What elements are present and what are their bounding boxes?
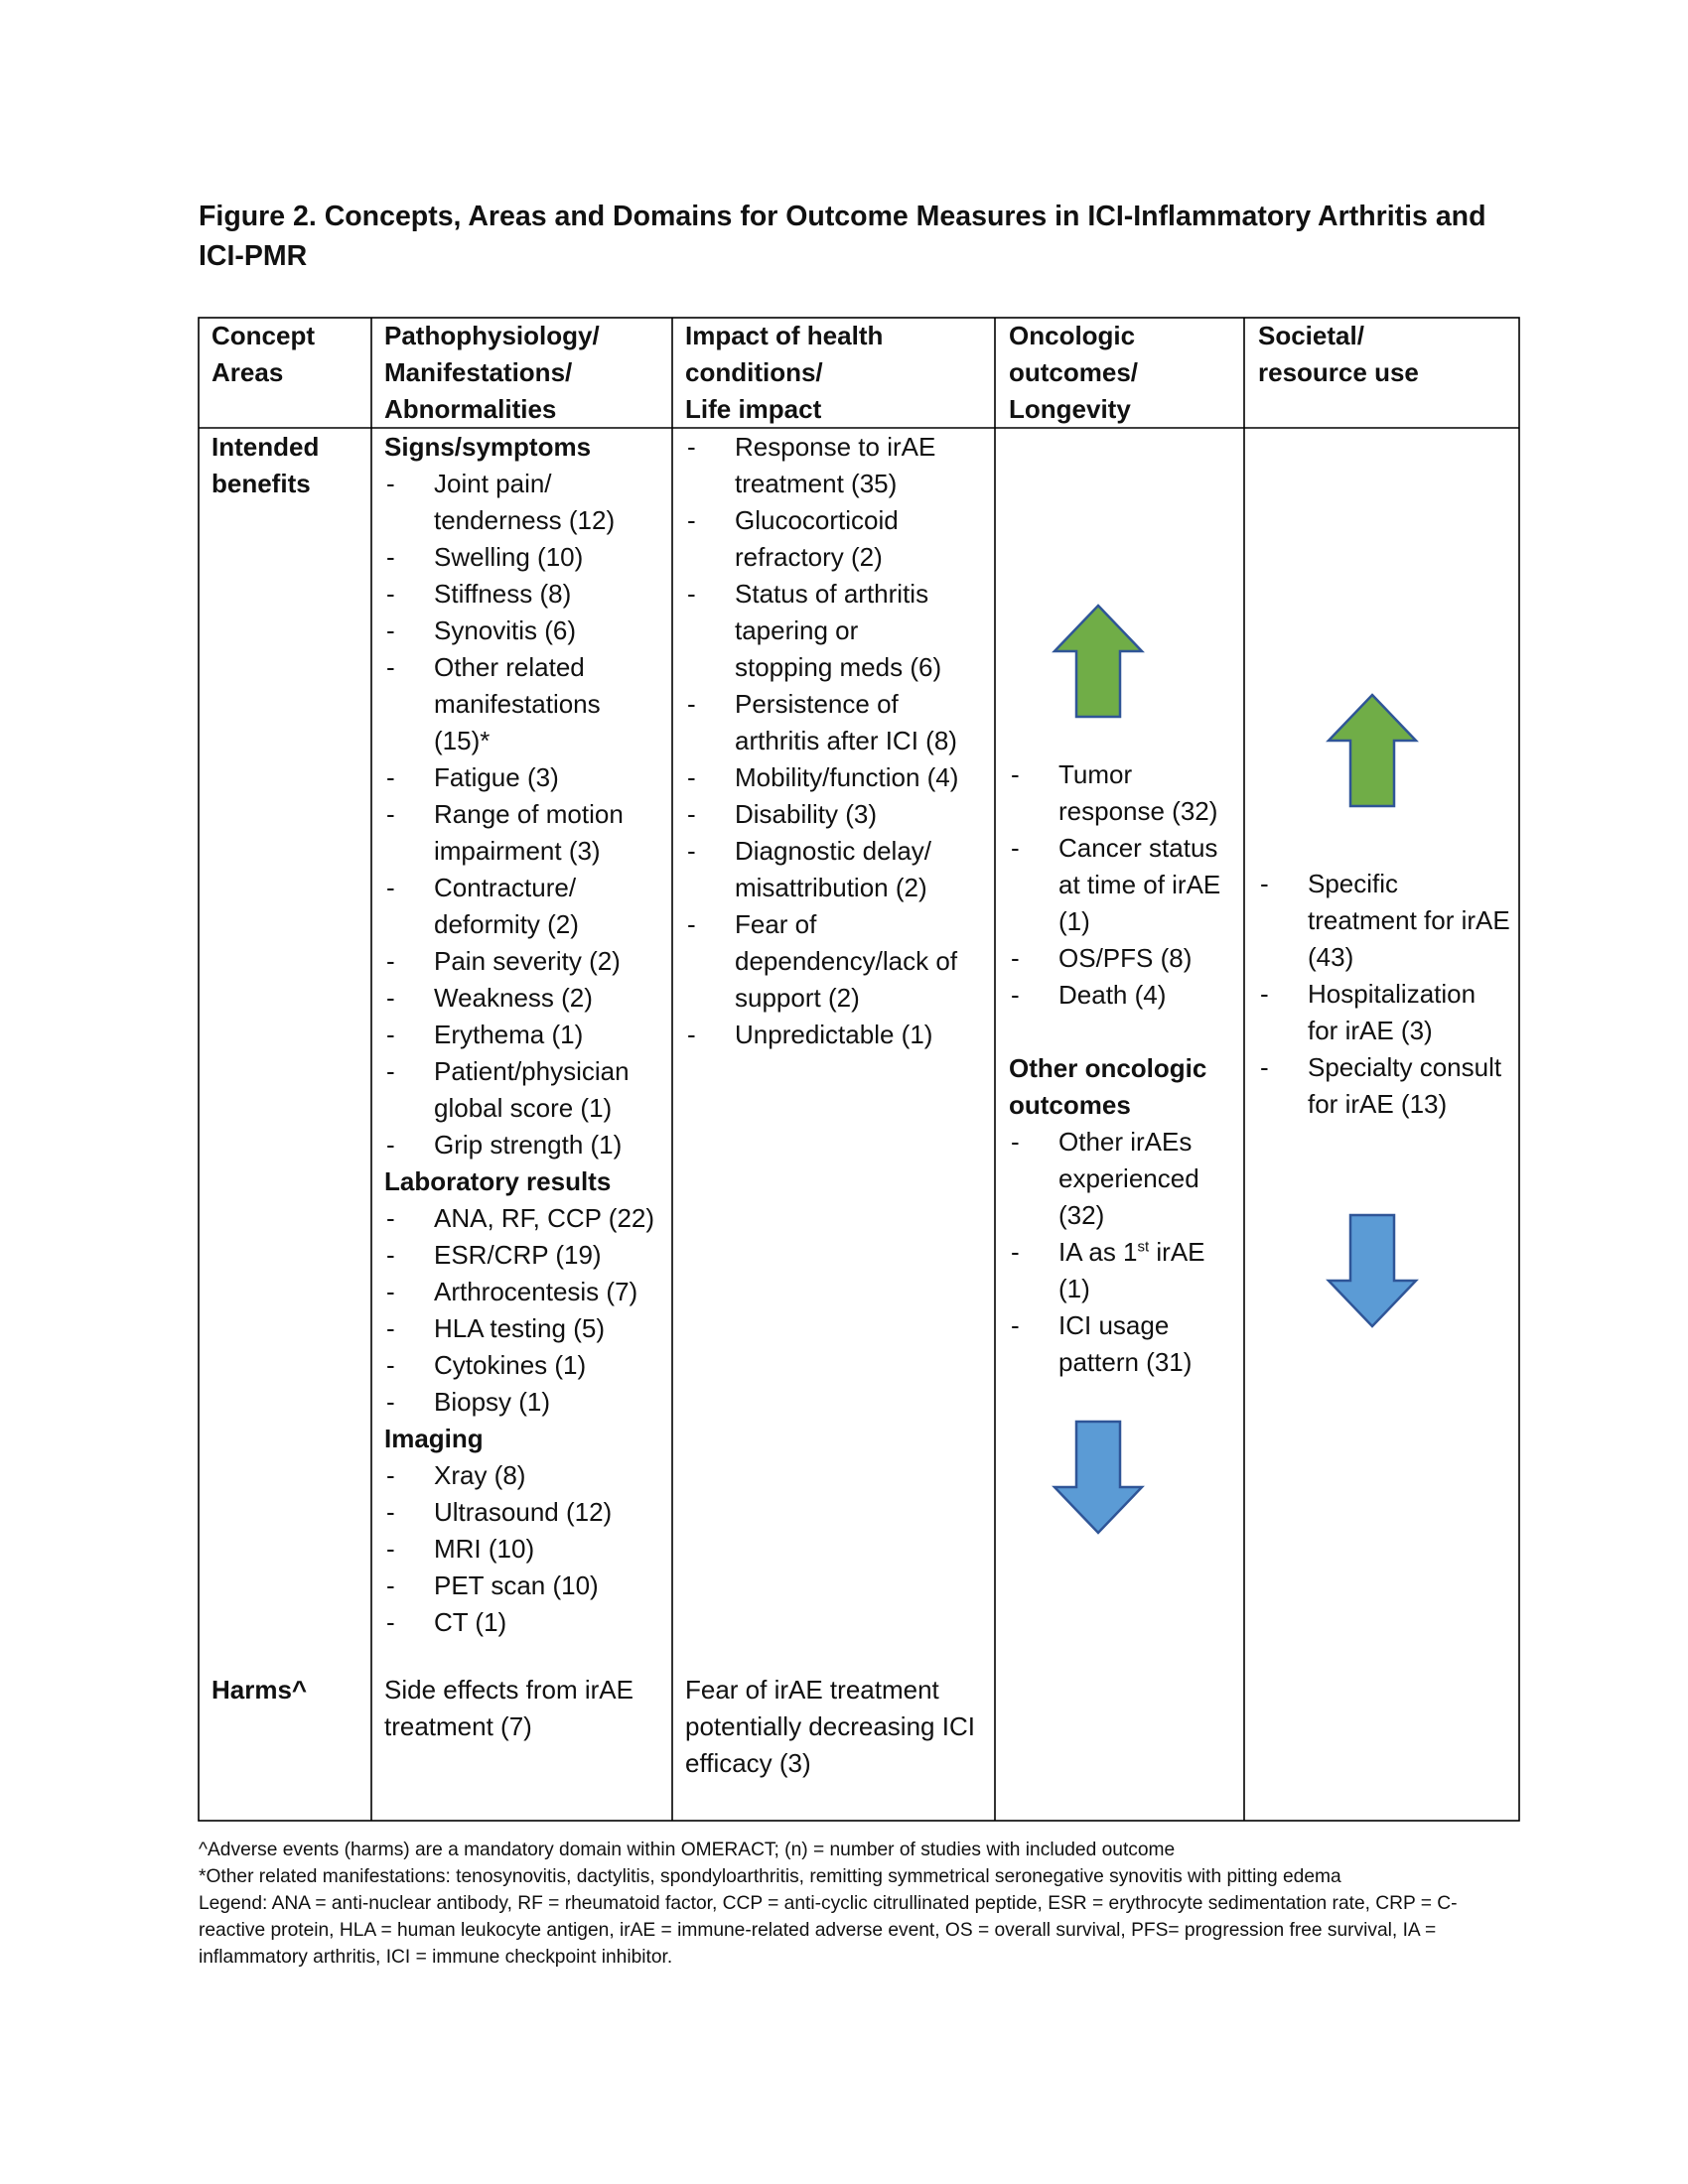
list-item: Swelling (10): [384, 539, 664, 576]
list-item: Ultrasound (12): [384, 1494, 664, 1531]
list-item: Hospitalization for irAE (3): [1258, 976, 1511, 1049]
header-pathophysiology: Pathophysiology/ Manifestations/ Abnorma…: [384, 321, 600, 424]
imaging-heading: Imaging: [384, 1424, 484, 1453]
list-item: Fatigue (3): [384, 759, 664, 796]
list-item: Persistence of arthritis after ICI (8): [685, 686, 985, 759]
signs-symptoms-heading: Signs/symptoms: [384, 432, 592, 462]
down-arrow-icon: [1052, 1420, 1145, 1535]
harms-impact: Fear of irAE treatment potentially decre…: [685, 1675, 975, 1778]
oncologic-benefits: Tumor response (32) Cancer status at tim…: [1009, 756, 1237, 1381]
list-item: Unpredictable (1): [685, 1017, 985, 1053]
list-item: Synovitis (6): [384, 613, 664, 649]
societal-benefits: Specific treatment for irAE (43) Hospita…: [1258, 866, 1511, 1123]
list-item: Weakness (2): [384, 980, 664, 1017]
legend-footnote: Legend: ANA = anti-nuclear antibody, RF …: [199, 1893, 1458, 1968]
figure-title: Figure 2. Concepts, Areas and Domains fo…: [199, 201, 1486, 272]
societal-list: Specific treatment for irAE (43) Hospita…: [1258, 866, 1511, 1123]
list-item: Cytokines (1): [384, 1347, 664, 1384]
list-item: CT (1): [384, 1604, 664, 1641]
laboratory-results-heading: Laboratory results: [384, 1166, 612, 1196]
row-label-intended-benefits: Intended benefits: [211, 432, 320, 498]
list-item: IA as 1st irAE (1): [1009, 1234, 1237, 1307]
pathophysiology-benefits: Signs/symptoms Joint pain/ tenderness (1…: [384, 429, 664, 1641]
list-item: Fear of dependency/lack of support (2): [685, 906, 985, 1017]
list-item: Patient/physician global score (1): [384, 1053, 664, 1127]
list-item: PET scan (10): [384, 1568, 664, 1604]
other-oncologic-heading: Other oncologic outcomes: [1009, 1053, 1207, 1120]
list-item: Xray (8): [384, 1457, 664, 1494]
list-item: ANA, RF, CCP (22): [384, 1200, 664, 1237]
list-item: Contracture/ deformity (2): [384, 870, 664, 943]
list-item: Status of arthritis tapering or stopping…: [685, 576, 985, 686]
row-label-harms: Harms^: [211, 1675, 308, 1705]
list-item: Death (4): [1009, 977, 1237, 1014]
list-item: ESR/CRP (19): [384, 1237, 664, 1274]
list-item: MRI (10): [384, 1531, 664, 1568]
list-item: Response to irAE treatment (35): [685, 429, 985, 502]
lab-list: ANA, RF, CCP (22) ESR/CRP (19) Arthrocen…: [384, 1200, 664, 1421]
signs-list: Joint pain/ tenderness (12) Swelling (10…: [384, 466, 664, 1163]
list-item: Other irAEs experienced (32): [1009, 1124, 1237, 1234]
list-item: ICI usage pattern (31): [1009, 1307, 1237, 1381]
list-item: Biopsy (1): [384, 1384, 664, 1421]
list-item: Stiffness (8): [384, 576, 664, 613]
list-item: Tumor response (32): [1009, 756, 1237, 830]
footnotes: ^Adverse events (harms) are a mandatory …: [199, 1837, 1499, 1971]
list-item: Specialty consult for irAE (13): [1258, 1049, 1511, 1123]
list-item: Grip strength (1): [384, 1127, 664, 1163]
list-item: OS/PFS (8): [1009, 940, 1237, 977]
other-oncologic-list: Other irAEs experienced (32) IA as 1st i…: [1009, 1124, 1237, 1381]
imaging-list: Xray (8) Ultrasound (12) MRI (10) PET sc…: [384, 1457, 664, 1641]
list-item: Joint pain/ tenderness (12): [384, 466, 664, 539]
list-item: Range of motion impairment (3): [384, 796, 664, 870]
list-item: Disability (3): [685, 796, 985, 833]
header-oncologic: Oncologic outcomes/ Longevity: [1009, 321, 1139, 424]
list-item: Pain severity (2): [384, 943, 664, 980]
harms-pathophysiology: Side effects from irAE treatment (7): [384, 1675, 633, 1741]
list-item: Other related manifestations (15)*: [384, 649, 664, 759]
oncologic-list: Tumor response (32) Cancer status at tim…: [1009, 756, 1237, 1014]
list-item: Specific treatment for irAE (43): [1258, 866, 1511, 976]
header-impact: Impact of health conditions/ Life impact: [685, 321, 884, 424]
impact-benefits: Response to irAE treatment (35) Glucocor…: [685, 429, 985, 1053]
list-item: Diagnostic delay/ misattribution (2): [685, 833, 985, 906]
impact-list: Response to irAE treatment (35) Glucocor…: [685, 429, 985, 1053]
harms-footnote: ^Adverse events (harms) are a mandatory …: [199, 1840, 1176, 1860]
list-item: Mobility/function (4): [685, 759, 985, 796]
list-item: Cancer status at time of irAE (1): [1009, 830, 1237, 940]
down-arrow-icon: [1326, 1213, 1419, 1328]
list-item: HLA testing (5): [384, 1310, 664, 1347]
up-arrow-icon: [1052, 604, 1145, 719]
list-item: Erythema (1): [384, 1017, 664, 1053]
header-societal: Societal/ resource use: [1258, 321, 1419, 387]
list-item: Glucocorticoid refractory (2): [685, 502, 985, 576]
list-item: Arthrocentesis (7): [384, 1274, 664, 1310]
up-arrow-icon: [1326, 693, 1419, 808]
header-concept-areas: Concept Areas: [211, 321, 315, 387]
other-manifestations-footnote: *Other related manifestations: tenosynov…: [199, 1866, 1341, 1887]
